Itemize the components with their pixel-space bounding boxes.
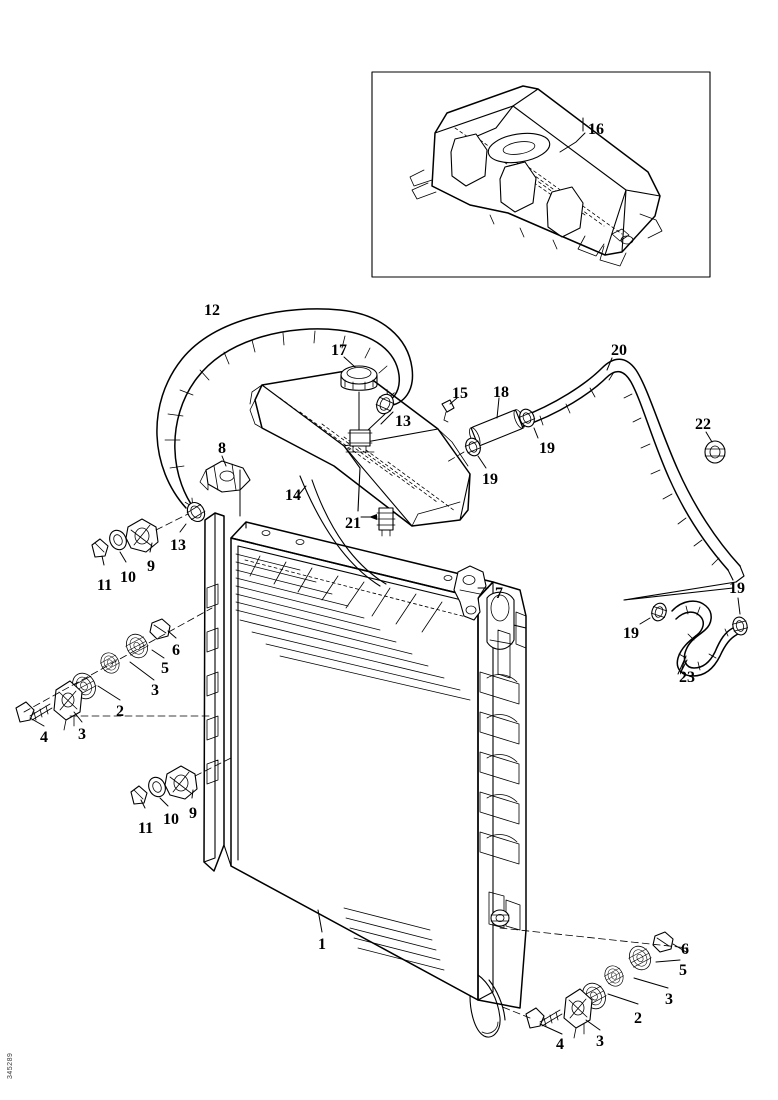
callout-11-lower: 11 — [138, 820, 154, 837]
radiator-core-part — [203, 512, 527, 1038]
callout-10-lower: 10 — [163, 811, 179, 828]
inset-panel — [371, 71, 711, 278]
callout-16: 16 — [588, 121, 604, 138]
right-mount-bracket-part — [453, 565, 487, 621]
callout-3-left-b: 3 — [78, 726, 86, 743]
callout-19-b: 19 — [482, 471, 498, 488]
filler-cap-part — [340, 365, 378, 391]
drain-cock-part — [376, 507, 396, 537]
callout-12: 12 — [204, 302, 220, 319]
left-lower-fitting-cluster — [130, 765, 198, 805]
callout-13-lower: 13 — [170, 537, 186, 554]
callout-9-lower: 9 — [189, 805, 197, 822]
sheet-code-watermark: 345289 — [7, 1052, 14, 1079]
hose-clamp-13-lower — [181, 495, 209, 526]
callout-3-right-b: 3 — [596, 1033, 604, 1050]
callout-21: 21 — [345, 515, 361, 532]
callout-14: 14 — [285, 487, 301, 504]
callout-19-c: 19 — [623, 625, 639, 642]
callout-17: 17 — [331, 342, 347, 359]
callout-22: 22 — [695, 416, 711, 433]
callout-4-right: 4 — [556, 1036, 564, 1053]
oil-cooler-tube-part — [518, 358, 741, 571]
callout-3-right-a: 3 — [665, 991, 673, 1008]
hose-clamp-19-d — [730, 615, 750, 637]
callout-1: 1 — [318, 936, 326, 953]
left-fan-mount-cluster — [15, 618, 171, 731]
callout-5-right: 5 — [679, 962, 687, 979]
callout-11-upper: 11 — [97, 577, 113, 594]
grommet-22-part — [704, 440, 726, 464]
callout-15: 15 — [452, 385, 468, 402]
callout-6-left: 6 — [172, 642, 180, 659]
tank-neck-fitting — [345, 429, 375, 453]
callout-19-d: 19 — [729, 580, 745, 597]
callout-19-a: 19 — [539, 440, 555, 457]
callout-7: 7 — [495, 585, 503, 602]
callout-6-right: 6 — [681, 941, 689, 958]
callout-18: 18 — [493, 384, 509, 401]
callout-4-left: 4 — [40, 729, 48, 746]
right-fan-mount-cluster — [525, 931, 674, 1039]
valve-cover-part — [409, 85, 663, 267]
callout-3-left-a: 3 — [151, 682, 159, 699]
callout-23: 23 — [679, 669, 695, 686]
callout-5-left: 5 — [161, 660, 169, 677]
callout-8: 8 — [218, 440, 226, 457]
callout-13-upper: 13 — [395, 413, 411, 430]
plug-15-part — [441, 399, 455, 423]
oil-cooler-elbow-part — [671, 600, 739, 677]
upper-left-mount-part — [199, 460, 251, 493]
callout-2-left: 2 — [116, 703, 124, 720]
callout-20: 20 — [611, 342, 627, 359]
surge-tank-part — [249, 368, 471, 527]
hose-clamp-19-c — [649, 600, 669, 624]
upper-hose-part — [156, 308, 414, 517]
left-upper-fitting-cluster — [91, 518, 159, 558]
callout-9-upper: 9 — [147, 558, 155, 575]
callout-10-upper: 10 — [120, 569, 136, 586]
callout-2-right: 2 — [634, 1010, 642, 1027]
